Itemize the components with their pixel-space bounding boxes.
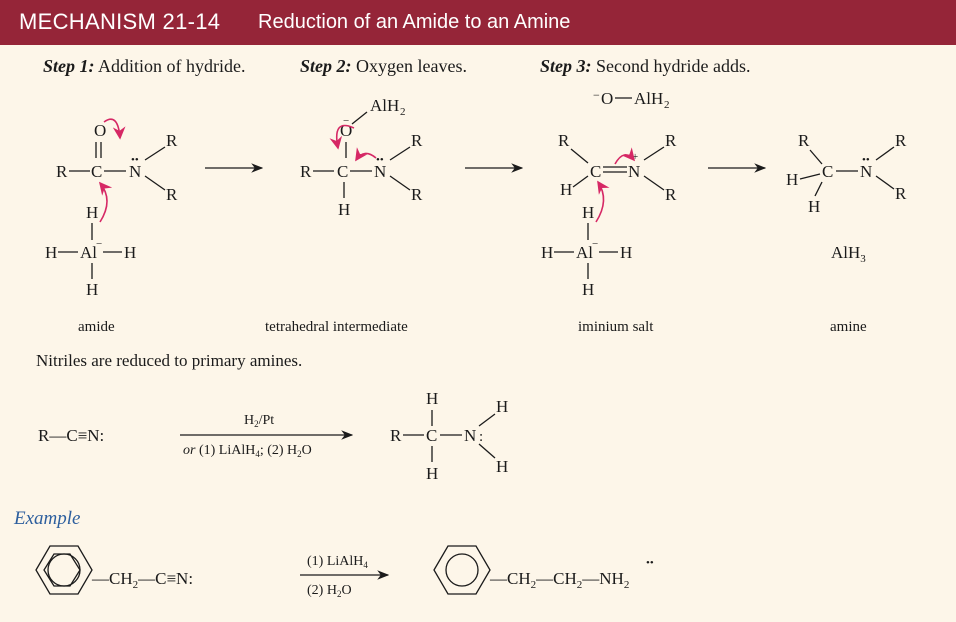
svg-text:H2/Pt: H2/Pt — [244, 413, 274, 429]
benzene-ring-2 — [445, 553, 479, 587]
svg-text:R: R — [665, 131, 677, 150]
nitrile-reactant: R—C≡N: — [38, 426, 104, 445]
step-2-text: Oxygen leaves. — [356, 56, 467, 76]
tetrahedral-intermediate-structure: O − AlH 2 R C N •• R R H — [300, 96, 423, 219]
svg-text:H: H — [496, 397, 508, 416]
svg-text:or (1) LiAlH4; (2) H2O: or (1) LiAlH4; (2) H2O — [183, 443, 312, 459]
svg-text:R: R — [166, 185, 178, 204]
nitrile-note: Nitriles are reduced to primary amines. — [36, 351, 303, 370]
mechanism-header: MECHANISM 21-14 Reduction of an Amide to… — [0, 0, 956, 45]
svg-text:H: H — [786, 170, 798, 189]
example-reactant-chain: —CH2—C≡N: — [91, 569, 193, 591]
svg-text:N: N — [374, 162, 386, 181]
svg-text:R: R — [798, 131, 810, 150]
svg-text:2: 2 — [400, 106, 406, 118]
example-product-chain: —CH2—CH2—NH2 — [489, 569, 629, 591]
svg-text:Al: Al — [80, 243, 97, 262]
svg-text:H: H — [86, 203, 98, 222]
svg-text:C: C — [91, 162, 102, 181]
svg-text:H: H — [582, 203, 594, 222]
svg-text:H: H — [541, 243, 553, 262]
step-2-label: Step 2: — [300, 56, 352, 76]
caption-intermediate: tetrahedral intermediate — [265, 319, 408, 335]
amide-structure: O R C N •• R R H H Al − H H — [45, 118, 178, 299]
svg-text:H: H — [86, 280, 98, 299]
iminium-salt-structure: − O AlH 2 R H C N + R R H H Al − H H — [541, 88, 677, 299]
svg-text:H: H — [620, 243, 632, 262]
svg-text:C: C — [337, 162, 348, 181]
svg-text:C: C — [590, 162, 601, 181]
svg-text:H: H — [560, 180, 572, 199]
svg-text:AlH: AlH — [370, 96, 399, 115]
svg-text::: : — [479, 429, 483, 445]
svg-text:R: R — [166, 131, 178, 150]
svg-text:H: H — [808, 197, 820, 216]
step-1-text: Addition of hydride. — [98, 56, 246, 76]
svg-text:••: •• — [862, 154, 870, 166]
svg-text:AlH: AlH — [634, 89, 663, 108]
svg-text:N: N — [628, 162, 640, 181]
svg-text:••: •• — [376, 154, 384, 166]
svg-text:R: R — [411, 131, 423, 150]
svg-text:−: − — [343, 115, 349, 127]
svg-text:R: R — [895, 131, 907, 150]
step-1-label: Step 1: — [43, 56, 95, 76]
svg-text:Al: Al — [576, 243, 593, 262]
example-label: Example — [14, 508, 81, 529]
step-1-heading: Step 1: Addition of hydride. — [43, 56, 246, 77]
mechanism-number: MECHANISM 21-14 — [19, 9, 221, 34]
svg-text:O: O — [94, 121, 106, 140]
step-2-heading: Step 2: Oxygen leaves. — [300, 56, 467, 77]
svg-text:H: H — [426, 464, 438, 483]
example-scheme: —CH2—C≡N: (1) LiAlH4 (2) H2O —CH2—CH2—NH… — [35, 545, 654, 599]
svg-text:R: R — [390, 426, 402, 445]
svg-text:−: − — [592, 238, 598, 250]
benzene-ring-1 — [47, 553, 81, 587]
svg-text:R: R — [558, 131, 570, 150]
svg-text:H: H — [338, 200, 350, 219]
svg-text:−: − — [593, 88, 600, 102]
svg-text:N: N — [860, 162, 872, 181]
svg-text:H: H — [45, 243, 57, 262]
caption-amine: amine — [830, 319, 867, 335]
amine-structure: R H C N •• R R H AlH3 — [786, 131, 907, 265]
svg-text:R: R — [300, 162, 312, 181]
caption-iminium: iminium salt — [578, 319, 654, 335]
step-3-label: Step 3: — [540, 56, 592, 76]
step-3-text: Second hydride adds. — [596, 56, 751, 76]
svg-text:H: H — [496, 457, 508, 476]
mechanism-title: Reduction of an Amide to an Amine — [258, 11, 571, 33]
svg-text:+: + — [632, 151, 638, 163]
svg-text:R: R — [56, 162, 68, 181]
svg-text:N: N — [464, 426, 476, 445]
svg-text:C: C — [822, 162, 833, 181]
svg-text:••: •• — [131, 154, 139, 166]
svg-text:(2) H2O: (2) H2O — [307, 583, 352, 599]
svg-text:(1) LiAlH4: (1) LiAlH4 — [307, 554, 368, 570]
svg-text:R: R — [411, 185, 423, 204]
caption-amide: amide — [78, 319, 115, 335]
svg-text:H: H — [124, 243, 136, 262]
alh3-byproduct: AlH3 — [831, 243, 866, 265]
svg-text:R: R — [895, 184, 907, 203]
svg-text:O: O — [601, 89, 613, 108]
svg-text:C: C — [426, 426, 437, 445]
nitrile-reduction-scheme: R—C≡N: H2/Pt or (1) LiAlH4; (2) H2O H R … — [38, 389, 508, 483]
svg-text:H: H — [426, 389, 438, 408]
svg-text:R: R — [665, 185, 677, 204]
svg-text:H: H — [582, 280, 594, 299]
svg-text:2: 2 — [664, 99, 670, 111]
svg-text:−: − — [96, 238, 102, 250]
svg-text:••: •• — [646, 557, 654, 569]
svg-text:N: N — [129, 162, 141, 181]
step-3-heading: Step 3: Second hydride adds. — [540, 56, 750, 77]
